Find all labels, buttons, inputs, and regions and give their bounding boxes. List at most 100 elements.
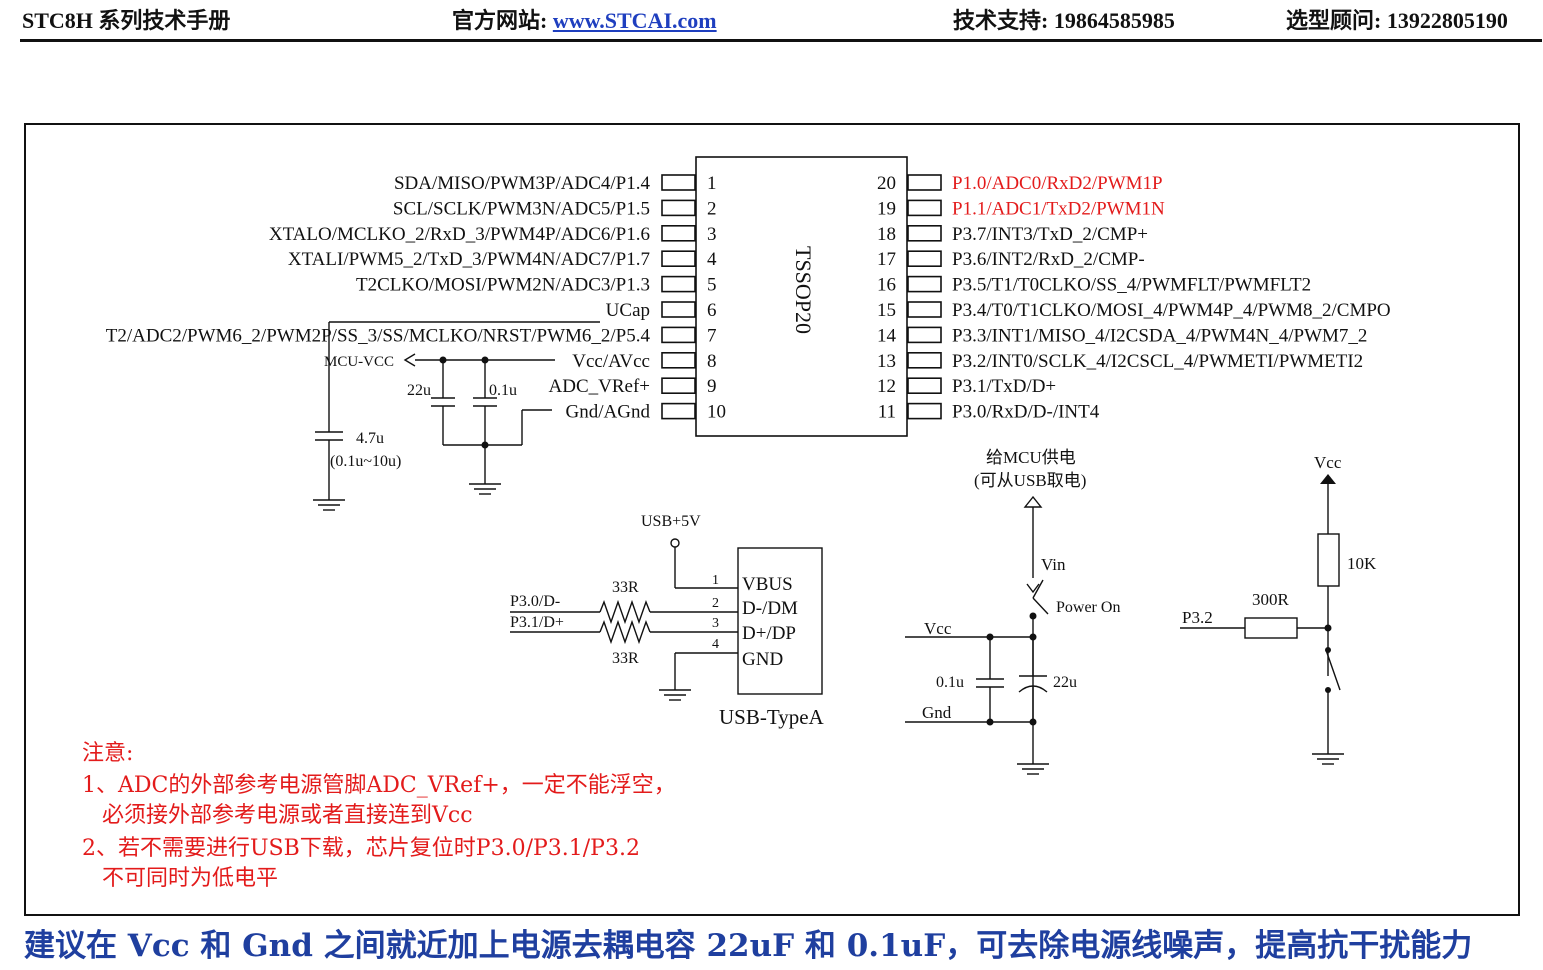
left-pin-box [661, 199, 696, 217]
power-title: 给MCU供电 [986, 448, 1076, 467]
vin-label: Vin [1041, 555, 1066, 574]
usb-connector-body [737, 547, 823, 695]
gnd-rail-label: Gnd [922, 703, 952, 722]
r-33r-top: 33R [612, 579, 639, 596]
right-pin-number: 19 [877, 198, 896, 219]
left-pin-box [661, 225, 696, 242]
power-on-label: Power On [1056, 599, 1120, 616]
right-pin-box [907, 174, 942, 191]
right-pin-label: P3.4/T0/T1CLKO/MOSI_4/PWM4P_4/PWM8_2/CMP… [952, 300, 1391, 321]
left-pin-number: 8 [707, 351, 717, 372]
r-10k-label: 10K [1347, 554, 1377, 573]
note-1a: 1、ADC的外部参考电源管脚ADC_VRef+，一定不能浮空， [82, 773, 676, 798]
cap-01u-label: 0.1u [489, 382, 517, 399]
left-pin-label: ADC_VRef+ [549, 376, 651, 397]
left-pin-box [661, 174, 696, 191]
reset-vcc-label: Vcc [1314, 453, 1342, 472]
usb-dminus-net: P3.0/D- [510, 593, 560, 610]
chip-package: TSSOP20 [791, 246, 816, 334]
right-pin-box [907, 199, 942, 217]
power-left-wires [313, 321, 600, 511]
left-pin-box [661, 402, 696, 420]
power-switch-junctions [986, 612, 1037, 726]
resistor-10k [1317, 533, 1340, 587]
support-phone: 技术支持: 19864585985 [953, 8, 1175, 33]
left-pin-label: T2CLKO/MOSI/PWM2N/ADC3/P1.3 [356, 275, 650, 296]
usb-dplus-net: P3.1/D+ [510, 614, 564, 631]
website-link[interactable]: www.STCAI.com [552, 8, 717, 33]
note-2b: 不可同时为低电平 [102, 866, 279, 891]
right-pin-label: P3.0/RxD/D-/INT4 [952, 402, 1100, 423]
right-pin-label: P1.1/ADC1/TxD2/PWM1N [952, 198, 1165, 219]
right-pin-box [907, 225, 942, 242]
footer-advice: 建议在 Vcc 和 Gnd 之间就近加上电源去耦电容 22uF 和 0.1uF，… [24, 928, 1473, 964]
right-pin-number: 20 [877, 173, 896, 194]
notes-title: 注意: [82, 741, 134, 766]
ps-cap-01u: 0.1u [936, 674, 964, 691]
right-pin-box [907, 377, 942, 395]
schematic-frame [24, 123, 1520, 916]
right-pin-number: 14 [877, 325, 897, 346]
r-33r-bottom: 33R [612, 650, 639, 667]
right-pin-number: 11 [878, 402, 896, 423]
right-pin-box [907, 351, 942, 369]
usb-connector-name: USB-TypeA [719, 705, 825, 729]
note-2a: 2、若不需要进行USB下载，芯片复位时P3.0/P3.1/P3.2 [82, 836, 640, 861]
right-pin-number: 16 [877, 275, 896, 296]
r-300r-label: 300R [1252, 590, 1290, 609]
usb-label-dp: D+/DP [742, 623, 796, 644]
vcc-arrow-icon [1320, 474, 1336, 484]
usb-wires [510, 538, 823, 701]
left-pin-number: 2 [707, 198, 717, 219]
resistor-300r [1244, 617, 1298, 639]
usb-label-dm: D-/DM [742, 598, 798, 619]
right-pin-box [907, 301, 942, 318]
left-pin-number: 3 [707, 224, 717, 245]
right-pin-label: P3.3/INT1/MISO_4/I2CSDA_4/PWM4N_4/PWM7_2 [952, 325, 1367, 346]
left-pin-box [661, 351, 696, 369]
vcc-rail-label: Vcc [924, 619, 952, 638]
usb-pin-2: 2 [712, 596, 719, 611]
left-pin-number: 9 [707, 376, 717, 397]
left-pin-label: Vcc/AVcc [572, 351, 650, 372]
right-pin-box [907, 326, 942, 344]
cap-47u-range: (0.1u~10u) [330, 453, 401, 470]
usb-pin-3: 3 [712, 616, 719, 631]
right-pin-number: 15 [877, 300, 896, 321]
usb-label-gnd: GND [742, 649, 783, 670]
usb-label-vbus: VBUS [742, 574, 793, 595]
left-pin-number: 4 [707, 249, 717, 270]
left-pin-box [661, 275, 696, 293]
left-pin-number: 6 [707, 300, 717, 321]
right-pin-number: 18 [877, 224, 896, 245]
right-pin-number: 12 [877, 376, 896, 397]
left-pin-label: SDA/MISO/PWM3P/ADC4/P1.4 [394, 173, 651, 194]
right-pin-box [907, 275, 942, 293]
reset-junctions [1324, 624, 1332, 693]
left-pin-box [661, 326, 696, 344]
left-pin-label: XTALO/MCLKO_2/RxD_3/PWM4P/ADC6/P1.6 [269, 224, 650, 245]
power-left-junctions [439, 356, 489, 449]
right-pin-label: P3.5/T1/T0CLKO/SS_4/PWMFLT/PWMFLT2 [952, 275, 1311, 296]
right-pin-label: P1.0/ADC0/RxD2/PWM1P [952, 173, 1163, 194]
ps-cap-22u: 22u [1053, 674, 1077, 691]
usb-pin-1: 1 [712, 573, 719, 588]
left-pin-label: UCap [606, 300, 650, 321]
left-pin-number: 10 [707, 402, 726, 423]
left-pin-label: T2/ADC2/PWM6_2/PWM2P/SS_3/SS/MCLKO/NRST/… [106, 325, 651, 346]
right-pin-box [907, 402, 942, 420]
header-divider [20, 39, 1542, 42]
doc-title: STC8H 系列技术手册 [22, 8, 231, 33]
chip-body [695, 156, 908, 437]
right-pin-label: P3.6/INT2/RxD_2/CMP- [952, 249, 1145, 270]
reset-wires [1180, 482, 1344, 765]
chip-pins: 1SDA/MISO/PWM3P/ADC4/P1.42SCL/SCLK/PWM3N… [106, 173, 1391, 423]
right-pin-label: P3.2/INT0/SCLK_4/I2CSCL_4/PWMETI/PWMETI2 [952, 351, 1363, 372]
left-pin-number: 7 [707, 325, 717, 346]
left-pin-number: 5 [707, 275, 717, 296]
p32-net-label: P3.2 [1182, 608, 1213, 627]
right-pin-label: P3.1/TxD/D+ [952, 376, 1056, 397]
website: 官方网站: www.STCAI.com [452, 6, 717, 36]
left-pin-label: Gnd/AGnd [566, 402, 651, 423]
